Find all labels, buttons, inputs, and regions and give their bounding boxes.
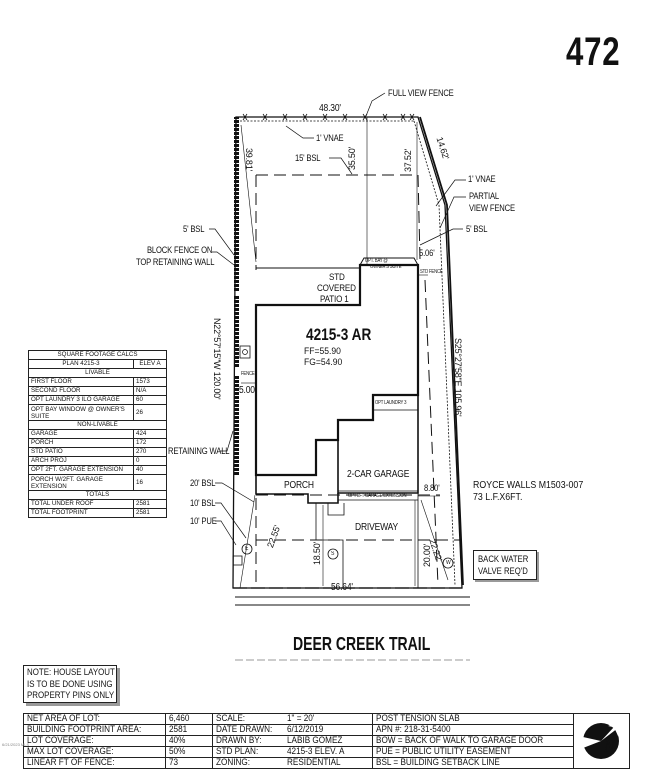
callout-block-fence-2: TOP RETAINING WALL <box>136 257 215 267</box>
patio-label-3: PATIO 1 <box>320 294 349 305</box>
std-fence-label: STD FENCE <box>420 269 443 275</box>
dim-right-bearing: S25°27'58"E 105.96' <box>453 338 463 417</box>
dim-top: 48.30' <box>319 103 341 114</box>
callout-partial-fence-2: VIEW FENCE <box>469 203 515 213</box>
driveway-label: DRIVEWAY <box>355 522 399 533</box>
royce-walls-line2: 73 L.F.X6FT. <box>473 492 523 503</box>
sqft-plan: PLAN 4215-3 <box>28 359 134 369</box>
sqft-nonlivable-header: NON-LIVABLE <box>28 420 167 430</box>
note-line3: PROPERTY PINS ONLY <box>27 690 115 700</box>
royce-walls-note: ROYCE WALLS M1503-007 73 L.F.X6FT. <box>473 480 583 504</box>
dim-left-diag: 39.81' <box>244 148 254 172</box>
dim-center-depth: 35.50' <box>347 146 357 170</box>
callout-partial-fence-1: PARTIAL <box>469 191 499 201</box>
street-name: DEER CREEK TRAIL <box>293 634 431 654</box>
dim-right-depth: 37.52' <box>403 148 413 172</box>
sqft-elev: ELEV A <box>133 359 167 369</box>
callout-10-pue: 10' PUE <box>190 516 217 526</box>
lot-number: 472 <box>566 30 621 74</box>
sqft-livable-header: LIVABLE <box>28 368 167 378</box>
fence-label: FENCE <box>241 371 255 377</box>
opt-laundry-label: OPT LAUNDRY 3 <box>375 400 407 406</box>
porch-outline <box>255 475 339 504</box>
sqft-title: SQUARE FOOTAGE CALCS <box>28 350 167 360</box>
back-water-valve-note: BACK WATER VALVE REQ'D <box>473 550 537 580</box>
watermark: 6/21/2023 MLS <box>2 742 30 747</box>
table-row: NET AREA OF LOT: 6,460 SCALE: 1" = 20' P… <box>22 713 630 769</box>
north-label: N <box>604 736 615 756</box>
house-layout-note: NOTE: HOUSE LAYOUT IS TO BE DONE USING P… <box>23 665 117 703</box>
dim-left-bearing: N22°57'15"W 120.00' <box>212 318 222 400</box>
sqft-totals-header: TOTALS <box>28 490 167 500</box>
finished-grade: FG=54.90 <box>304 357 343 368</box>
callout-10-bsl: 10' BSL <box>190 498 216 508</box>
callout-15-bsl: 15' BSL <box>295 153 321 163</box>
callout-20-bsl: 20' BSL <box>190 478 216 488</box>
north-arrow-icon <box>583 722 621 759</box>
water-symbol: W <box>446 560 451 566</box>
callout-5-bsl-left: 5' BSL <box>183 224 205 234</box>
callout-full-view-fence: FULL VIEW FENCE <box>388 88 454 98</box>
dim-driveway-depth: 18.50' <box>312 541 322 565</box>
garage-outline <box>337 395 419 494</box>
north-arrow: N <box>573 713 630 769</box>
patio-outline <box>256 267 361 306</box>
table-row: LOT COVERAGE: 40% DRAWN BY: LABIB GOMEZ … <box>22 735 630 747</box>
finished-floor: FF=55.90 <box>304 346 341 357</box>
note-line1: NOTE: HOUSE LAYOUT <box>27 667 115 677</box>
table-row: BUILDING FOOTPRINT AREA: 2581 DATE DRAWN… <box>22 724 630 736</box>
dim-garage-offset: 8.80' <box>424 483 440 493</box>
callout-vnae-top: 1' VNAE <box>316 133 344 143</box>
sewer-symbol: S <box>331 551 335 557</box>
table-row: LINEAR FT OF FENCE: 73 ZONING: RESIDENTI… <box>22 757 630 769</box>
callout-block-fence-1: BLOCK FENCE ON <box>147 245 213 255</box>
property-boundary <box>232 116 463 589</box>
garage-label: 2-CAR GARAGE <box>347 469 410 480</box>
lot-info-table: NET AREA OF LOT: 6,460 SCALE: 1" = 20' P… <box>22 713 630 769</box>
dim-left-setback: 5.00 <box>239 385 255 396</box>
back-water-line2: VALVE REQ'D <box>478 566 528 576</box>
plan-title: 4215-3 AR <box>306 325 372 344</box>
opt-garage-ext-label: OPT 2FT GARAGE EXTENSION <box>348 493 407 499</box>
patio-label-2: COVERED <box>317 283 356 294</box>
opt-bay-label-1: OPT. BAY @ <box>365 258 388 264</box>
electric-symbol: E <box>245 546 249 552</box>
note-line2: IS TO BE DONE USING <box>27 678 113 689</box>
callout-vnae-right: 1' VNAE <box>468 174 496 184</box>
callout-5-bsl-right: 5' BSL <box>466 224 488 234</box>
royce-walls-line1: ROYCE WALLS M1503-007 <box>473 480 584 491</box>
patio-label-1: STD <box>329 272 345 283</box>
opt-bay-label-2: OWNER'S SUITE <box>370 264 402 270</box>
callout-retaining-wall: RETAINING WALL <box>168 446 230 456</box>
dim-bottom: 56.64' <box>331 582 353 593</box>
porch-label: PORCH <box>284 480 314 491</box>
table-row: MAX LOT COVERAGE: 50% STD PLAN: 4215-3 E… <box>22 746 630 758</box>
dim-right-setback: 5.06' <box>419 248 435 258</box>
back-water-line1: BACK WATER <box>478 554 529 564</box>
